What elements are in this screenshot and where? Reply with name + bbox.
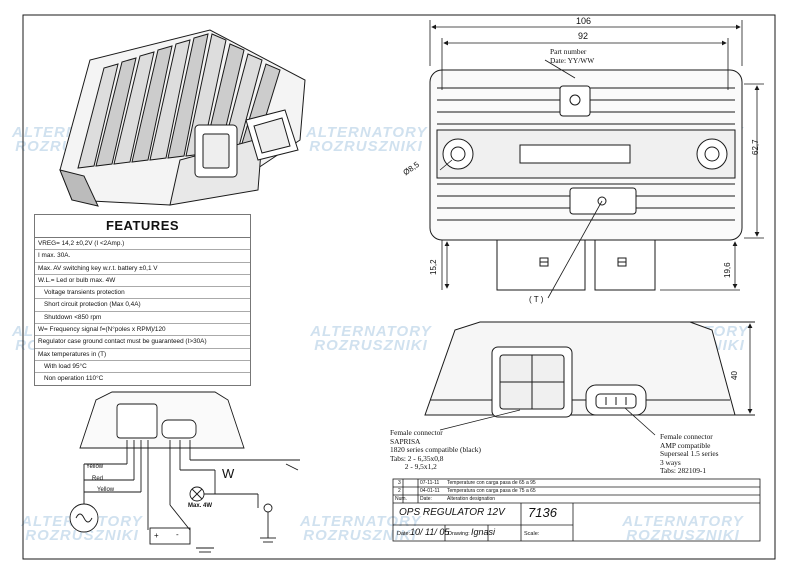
feature-row: Max temperatures in (T)	[35, 349, 250, 361]
title-block-frame	[392, 478, 761, 542]
header-num: Num.	[395, 496, 407, 502]
connector-right-line: Female connector	[660, 432, 713, 441]
feature-row: Non operation 110°C	[44, 375, 104, 383]
sheet-border	[22, 14, 776, 560]
date-value: 10/ 11/ 05	[410, 527, 450, 537]
regulator-top-view	[429, 69, 743, 291]
dimension-lines-top	[429, 20, 764, 299]
rev-num: 3	[398, 480, 401, 486]
header-desc: Alteration designation	[447, 496, 496, 502]
dim-width-inner: 92	[578, 31, 589, 41]
rev-num: 2	[398, 488, 401, 494]
connector-right-line: Superseal 1.5 series	[660, 449, 719, 459]
features-title: FEATURES	[35, 215, 250, 238]
watermark-line1: ALTERNATORY	[622, 513, 744, 530]
scale-label: Scale:	[524, 531, 540, 537]
connector-left-line: Female connector	[390, 428, 443, 437]
watermark-line2: ROZRUSZNIKI	[303, 527, 417, 544]
wire-label-3: Yellow	[97, 487, 115, 493]
watermark-line1: ALTERNATORY	[300, 513, 422, 530]
rev-date: 07-11-11	[420, 480, 440, 486]
watermark-line1: ALTERNATORY	[310, 323, 432, 340]
dim-width-overall: 106	[576, 16, 592, 26]
feature-row: Shutdown <850 rpm	[35, 312, 250, 325]
callout-terminal-t: ( T )	[529, 295, 544, 304]
rev-date: 04-01-11	[420, 488, 440, 494]
drawing-number: 7136	[528, 505, 557, 520]
features-table: FEATURES VREG= 14,2 ±0,2V (I <2Amp.)I ma…	[34, 214, 251, 386]
connector-left-line: Tabs: 2 - 6,35x0,8	[390, 453, 444, 463]
feature-row: W= Frequency signal f=(N°poles x RPM)/12…	[35, 324, 250, 337]
features-rows: VREG= 14,2 ±0,2V (I <2Amp.)I max. 30A.Ma…	[35, 238, 250, 385]
rev-desc: Temperatura con carga pasa de 75 a 65	[447, 488, 536, 494]
feature-row: With load 95°C	[35, 361, 250, 374]
callout-date-code: Date: YY/WW	[550, 56, 595, 65]
header-date: Date:	[420, 496, 432, 502]
battery-minus: -	[176, 530, 179, 539]
feature-row: Max. AV switching key w.r.t. battery ±0,…	[35, 263, 250, 275]
feature-row: Voltage transients protection	[35, 287, 250, 300]
feature-row: I max. 30A.	[35, 250, 250, 263]
connector-left-note: Female connector SAPRISA 1820 series com…	[390, 428, 481, 472]
date-label: Date:	[397, 531, 411, 537]
title-block: 3 07-11-11 Temperature con carga pasa de…	[393, 472, 760, 541]
watermark-line2: ROZRUSZNIKI	[309, 138, 423, 155]
wiring-diagram	[69, 391, 300, 553]
regulator-isometric-view	[59, 29, 306, 207]
connector-left-line: 2 - 9,5x1,2	[390, 462, 437, 472]
wire-label-2: Red	[92, 476, 104, 482]
drawing-title: OPS REGULATOR 12V	[399, 507, 505, 518]
rev-desc: Temperature con carga pasa de 65 a 95	[447, 480, 536, 486]
battery-plus: +	[154, 531, 159, 540]
dim-connector-left: 15,2	[429, 259, 438, 275]
dim-connector-right: 19,6	[723, 262, 732, 278]
watermark-line1: ALTERNATORY	[306, 124, 428, 141]
wire-label-1: Yellow	[86, 464, 104, 470]
watermark-line2: ROZRUSZNIKI	[25, 527, 139, 544]
dim-height-right: 62,7	[751, 139, 760, 155]
connector-left-line: 1820 series compatible (black)	[390, 445, 481, 455]
watermark-line2: ROZRUSZNIKI	[314, 337, 428, 354]
feature-row: Short circuit protection (Max 0,4A)	[35, 299, 250, 312]
connector-right-line: Tabs: 282109-1	[660, 466, 707, 476]
regulator-side-view	[424, 321, 755, 418]
feature-row: VREG= 14,2 ±0,2V (I <2Amp.)	[35, 238, 250, 251]
connector-left-line: SAPRISA	[390, 436, 421, 446]
callout-part-number: Part number	[550, 47, 587, 56]
drawing-label: Drawing:	[448, 531, 470, 537]
connector-right-line: 3 ways	[660, 457, 681, 467]
feature-row: W.L.= Led or bulb max. 4W	[35, 275, 250, 288]
drawing-value: Ignasi	[471, 527, 496, 537]
dim-side-height: 40	[730, 371, 739, 380]
watermark-line2: ROZRUSZNIKI	[626, 527, 740, 544]
lamp-label: Max. 4W	[188, 503, 213, 509]
connector-right-note: Female connector AMP compatible Supersea…	[660, 432, 719, 476]
w-terminal-label: W	[222, 466, 235, 481]
dimension-lines-side	[439, 323, 753, 436]
connector-right-line: AMP compatible	[660, 440, 711, 450]
feature-row: Regulator case ground contact must be gu…	[35, 336, 250, 349]
